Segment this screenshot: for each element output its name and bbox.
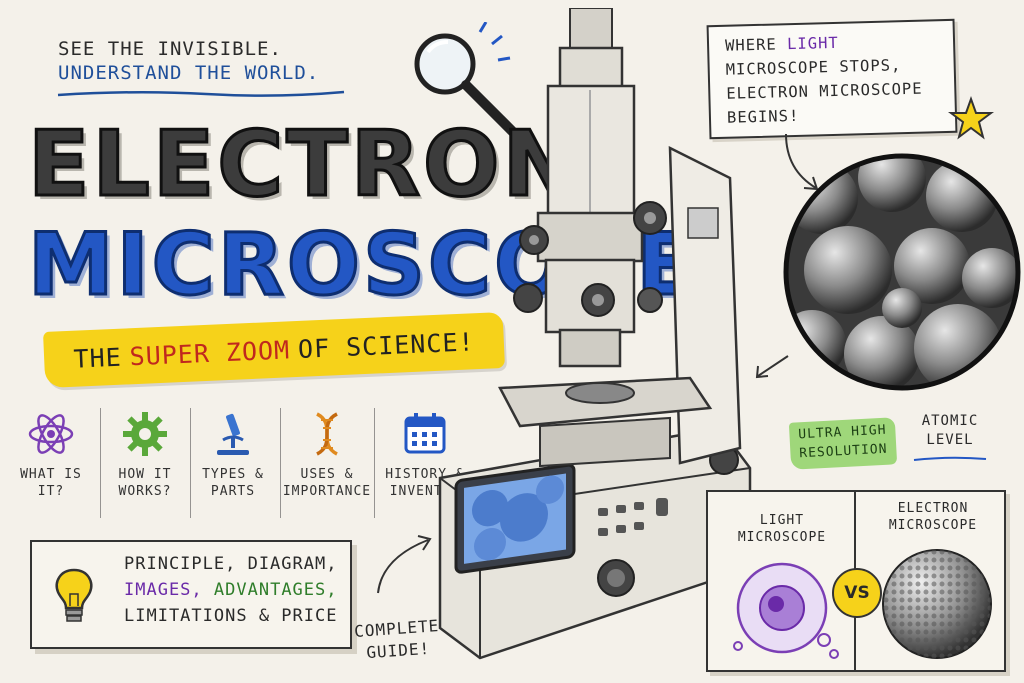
guide-line-1: PRINCIPLE, DIAGRAM, <box>124 554 338 574</box>
electron-microscope-label: ELECTRON MICROSCOPE <box>868 500 998 534</box>
atomic-underline <box>913 456 987 461</box>
title-line-1: ELECTRON <box>27 112 581 217</box>
callout-where: WHERE <box>724 35 777 55</box>
electron-microscope-illustration <box>438 8 752 660</box>
feature-separator <box>280 408 281 518</box>
atomic-level-label: ATOMIC LEVEL <box>912 412 988 469</box>
arrow-icon <box>377 535 432 594</box>
comparison-box: LIGHT MICROSCOPE ELECTRON MICROSCOPE VS <box>706 490 1006 672</box>
sem-sample-image <box>783 153 1021 391</box>
star-icon <box>948 96 994 140</box>
guide-line-2: IMAGES, ADVANTAGES, <box>124 580 338 600</box>
feature-label-1: USES & <box>300 467 354 482</box>
arrow-icon <box>785 133 819 191</box>
electron-microscope-cell-image <box>882 549 992 659</box>
electron-line-1: ELECTRON <box>897 501 969 516</box>
light-line-1: LIGHT <box>759 513 805 528</box>
feature-what-is-it[interactable]: WHAT IS IT? <box>6 410 96 500</box>
feature-label-1: WHAT IS <box>20 467 82 482</box>
light-line-2: MICROSCOPE <box>737 530 827 545</box>
light-microscope-label: LIGHT MICROSCOPE <box>722 512 842 546</box>
banner-pre: THE <box>72 342 123 374</box>
tagline-underline <box>57 90 345 97</box>
feature-uses-importance[interactable]: USES & IMPORTANCE <box>282 410 372 500</box>
callout-line-4: BEGINS! <box>726 106 800 127</box>
calendar-icon <box>404 413 446 454</box>
versus-badge: VS <box>832 568 882 618</box>
lightbulb-icon <box>55 568 93 622</box>
feature-label-2: PARTS <box>210 484 256 499</box>
badge-line-2: RESOLUTION <box>798 441 888 462</box>
tagline-line-1: SEE THE INVISIBLE. <box>58 38 282 60</box>
guide-line-3: LIMITATIONS & PRICE <box>124 606 338 626</box>
arrow-icon <box>755 355 789 379</box>
atom-icon <box>28 414 74 454</box>
atomic-line-1: ATOMIC <box>921 413 979 429</box>
callout-box: WHERE LIGHT MICROSCOPE STOPS, ELECTRON M… <box>706 18 958 140</box>
callout-light: LIGHT <box>786 33 839 54</box>
feature-separator <box>374 408 375 518</box>
magnifying-glass-icon <box>414 22 520 139</box>
guide-images: IMAGES, <box>124 580 203 600</box>
feature-label-2: IT? <box>37 484 65 499</box>
electron-line-2: MICROSCOPE <box>888 518 978 533</box>
microscope-icon <box>217 413 249 455</box>
banner-highlight: SUPER ZOOM <box>129 334 291 371</box>
feature-label-2: IMPORTANCE <box>282 484 372 499</box>
callout-line-3: ELECTRON MICROSCOPE <box>726 79 923 103</box>
feature-types-parts[interactable]: TYPES & PARTS <box>188 410 278 500</box>
atomic-line-2: LEVEL <box>926 432 974 448</box>
feature-label-2: WORKS? <box>118 484 172 499</box>
feature-how-it-works[interactable]: HOW IT WORKS? <box>100 410 190 500</box>
feature-label-1: HOW IT <box>118 467 172 482</box>
dna-icon <box>316 412 338 456</box>
callout-line-2: MICROSCOPE STOPS, <box>725 56 902 79</box>
feature-separator <box>100 408 101 518</box>
feature-separator <box>190 408 191 518</box>
light-microscope-cell-image <box>733 562 839 659</box>
tagline-line-2: UNDERSTAND THE WORLD. <box>58 62 320 84</box>
gear-icon <box>123 412 167 456</box>
guide-advantages: ADVANTAGES, <box>213 580 338 600</box>
feature-label-1: TYPES & <box>202 467 264 482</box>
guide-box: PRINCIPLE, DIAGRAM, IMAGES, ADVANTAGES, … <box>30 540 352 649</box>
ultra-resolution-badge: ULTRA HIGH RESOLUTION <box>788 417 898 470</box>
